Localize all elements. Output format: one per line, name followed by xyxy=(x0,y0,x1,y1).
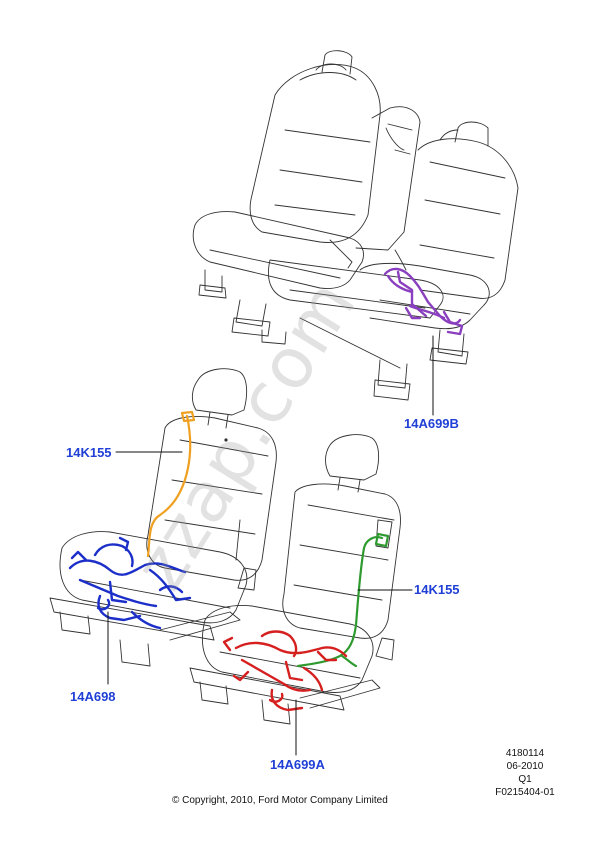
callout-14A699A[interactable]: 14A699A xyxy=(270,757,325,772)
meta-figure-code: F0215404-01 xyxy=(495,787,555,798)
front-right-seat-drawing xyxy=(189,434,401,725)
callout-14K155-right[interactable]: 14K155 xyxy=(414,582,460,597)
callout-14A699B[interactable]: 14A699B xyxy=(404,416,459,431)
callout-14K155-left[interactable]: 14K155 xyxy=(66,445,112,460)
rear-seat-drawing xyxy=(192,50,519,401)
meta-quarter: Q1 xyxy=(518,774,532,785)
front-left-seat-drawing xyxy=(49,368,277,667)
copyright-notice: © Copyright, 2010, Ford Motor Company Li… xyxy=(172,795,388,806)
front-left-backrest-harness-14K155 xyxy=(146,410,196,558)
front-right-cushion-harness-14A699A xyxy=(222,630,348,712)
front-right-backrest-harness-14K155 xyxy=(296,532,390,668)
front-left-cushion-harness-14A698 xyxy=(68,536,192,630)
meta-drawing-number: 4180114 xyxy=(505,748,545,759)
rear-harness-14A699B xyxy=(383,267,464,336)
drawing-meta: 4180114 06-2010 Q1 F0215404-01 xyxy=(480,747,570,799)
callout-14A698[interactable]: 14A698 xyxy=(70,689,116,704)
meta-date: 06-2010 xyxy=(506,761,544,772)
